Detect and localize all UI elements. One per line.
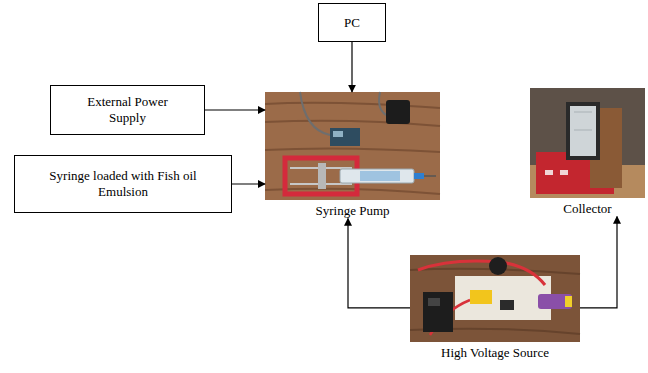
arrow-connector [348, 219, 410, 308]
photo-caption: Syringe Pump [265, 200, 440, 219]
collector-photo [530, 88, 645, 198]
photo-caption: Collector [530, 198, 645, 217]
syringe-pump-photo [265, 92, 440, 200]
photo-area [265, 92, 440, 200]
box-label: Syringe loaded with Fish oil Emulsion [48, 168, 198, 199]
photo-caption: High Voltage Source [410, 342, 580, 361]
photo-node: High Voltage Source [410, 255, 580, 361]
arrow-connector [580, 217, 617, 308]
box-label: External Power Supply [78, 94, 178, 125]
arrow-connector [205, 109, 265, 110]
photo-area [410, 255, 580, 342]
process-box: Syringe loaded with Fish oil Emulsion [14, 155, 232, 213]
high-voltage-source-photo [410, 255, 580, 342]
photo-node: Collector [530, 88, 645, 217]
photo-area [530, 88, 645, 198]
process-box: PC [318, 3, 386, 42]
arrow-connector [232, 183, 265, 184]
box-label: PC [344, 15, 360, 31]
arrow-connector [351, 42, 352, 92]
photo-node: Syringe Pump [265, 92, 440, 219]
process-box: External Power Supply [50, 85, 205, 135]
